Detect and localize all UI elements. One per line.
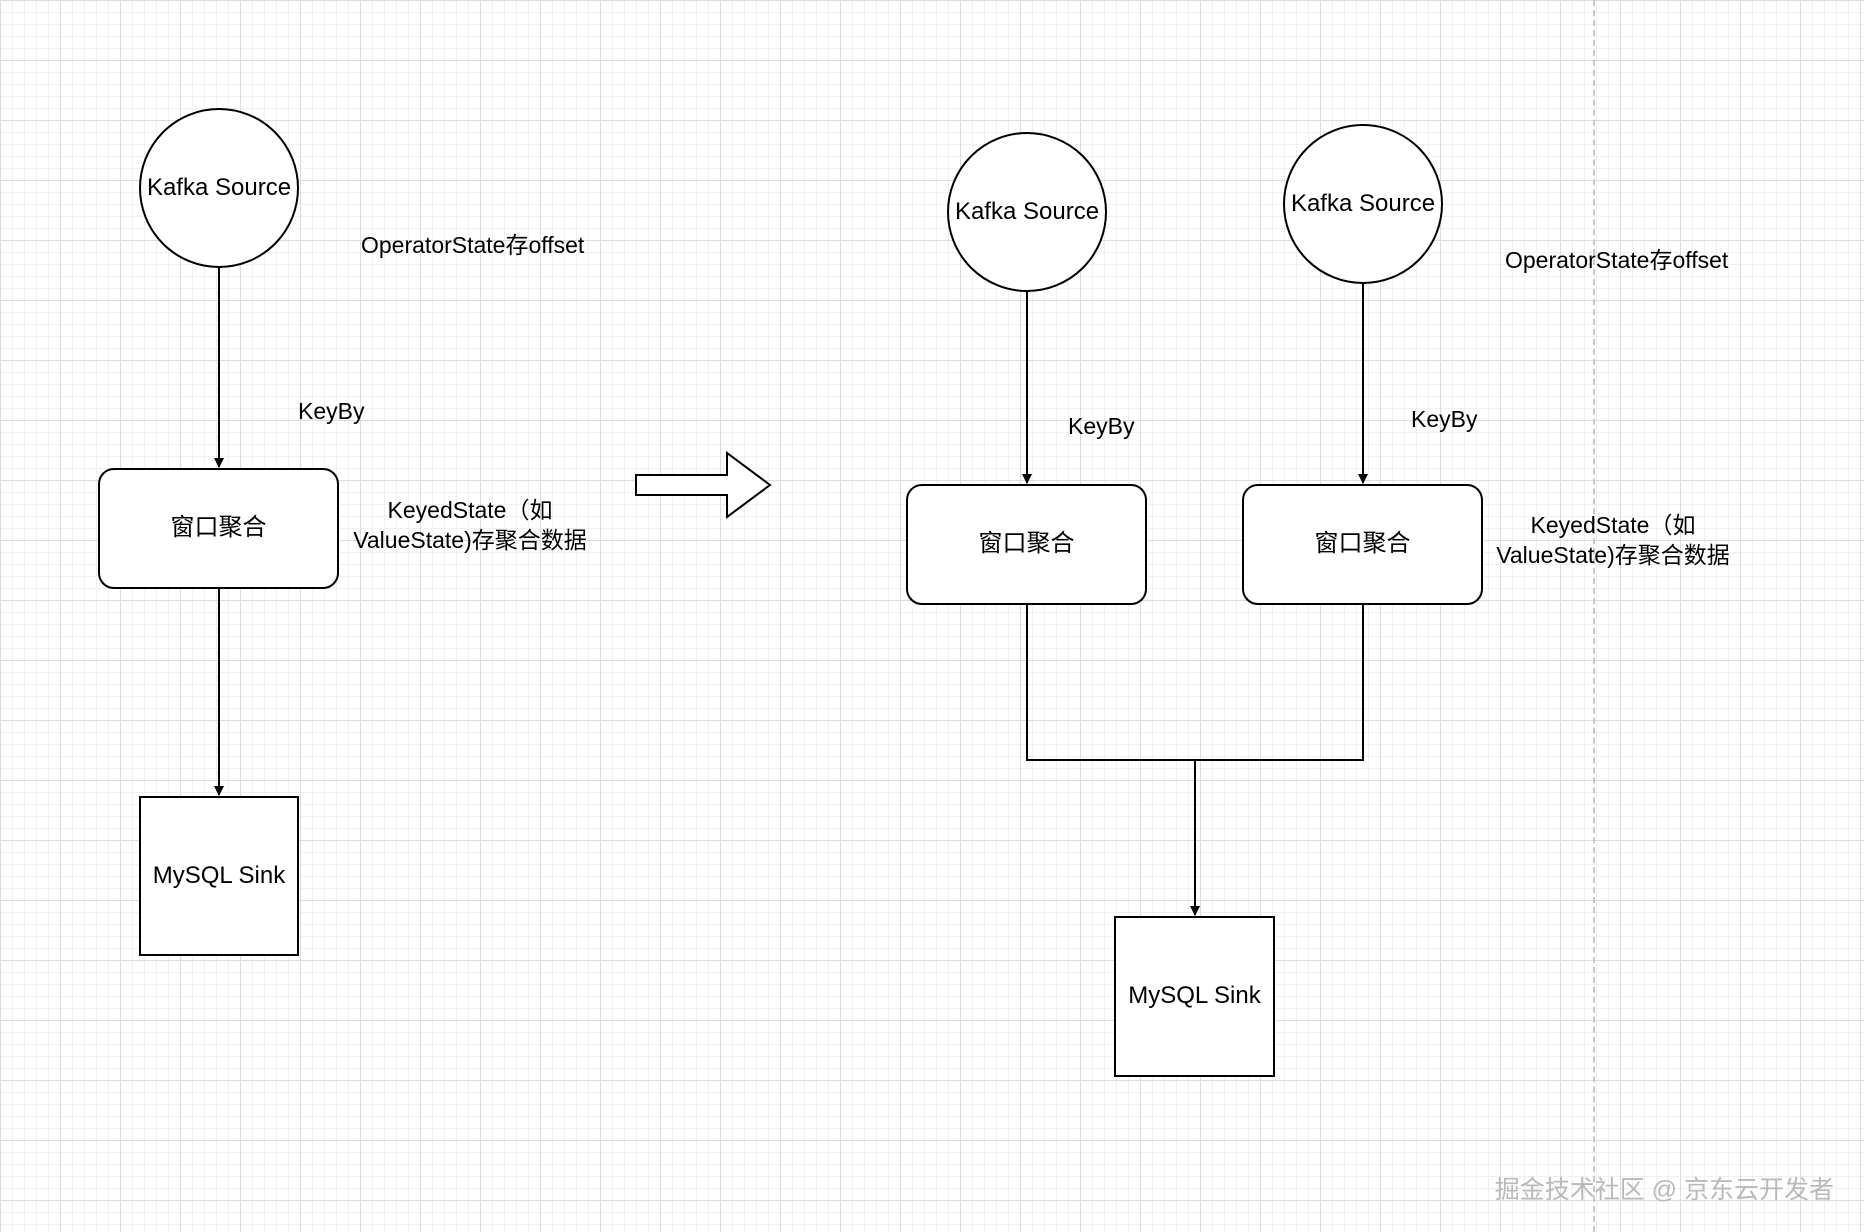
left-keyed-state-note: KeyedState（如 ValueState)存聚合数据: [347, 495, 593, 555]
right-keyby-label-1: KeyBy: [1068, 413, 1135, 439]
right-keyby-label-2: KeyBy: [1411, 406, 1478, 432]
page-boundary-dashed-line: [1593, 0, 1595, 1232]
left-kafka-source-node: Kafka Source: [139, 108, 299, 268]
left-operator-state-note: OperatorState存offset: [361, 232, 585, 258]
left-mysql-sink-node: MySQL Sink: [139, 796, 299, 956]
left-keyed-state-note-line1: KeyedState（如: [387, 497, 553, 523]
right-kafka-source-node-2: Kafka Source: [1283, 124, 1443, 284]
transition-arrow-icon: [635, 451, 772, 519]
right-keyed-state-note-line1: KeyedState（如: [1530, 512, 1696, 538]
right-window-aggregation-node-2: 窗口聚合: [1242, 484, 1483, 605]
right-operator-state-note: OperatorState存offset: [1505, 247, 1729, 273]
right-kafka-source-node-1: Kafka Source: [947, 132, 1107, 292]
left-keyed-state-note-line2: ValueState)存聚合数据: [353, 527, 587, 553]
right-window-aggregation-node-1: 窗口聚合: [906, 484, 1147, 605]
right-keyed-state-note: KeyedState（如 ValueState)存聚合数据: [1490, 510, 1736, 570]
right-mysql-sink-node: MySQL Sink: [1114, 916, 1275, 1077]
left-window-aggregation-node: 窗口聚合: [98, 468, 339, 589]
watermark-text: 掘金技术社区 @ 京东云开发者: [1494, 1176, 1834, 1204]
left-keyby-label: KeyBy: [298, 398, 365, 424]
right-keyed-state-note-line2: ValueState)存聚合数据: [1496, 542, 1730, 568]
right-windows-merge-edge: [1026, 605, 1364, 761]
